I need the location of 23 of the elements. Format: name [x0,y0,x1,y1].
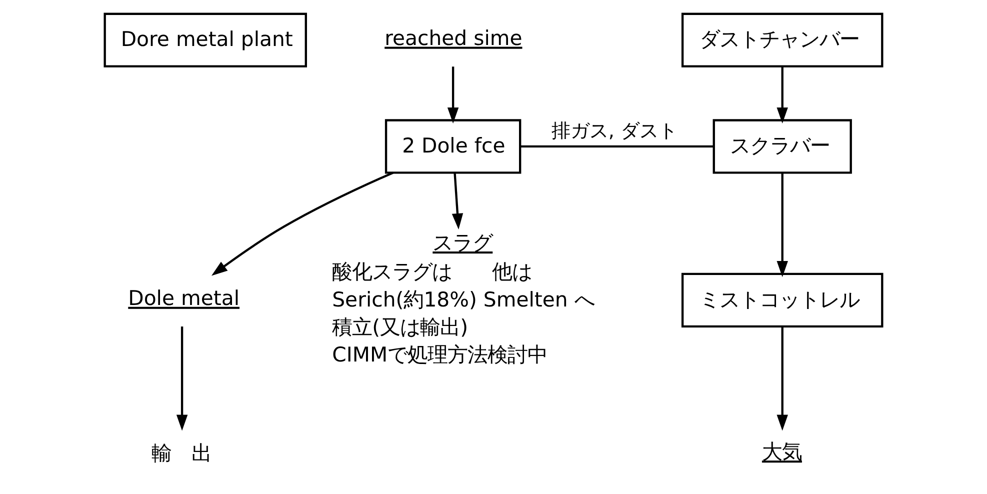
node-text: reached sime [384,26,522,50]
node-box: ダストチャンバー [681,12,884,68]
node-text: 大気 [762,440,802,464]
connector [520,145,714,148]
node-box: スクラバー [712,119,852,174]
node-text: Dole metal [128,286,240,310]
arrow [452,172,464,230]
node-box: Dore metal plant [104,12,307,68]
arrow [776,326,788,431]
node-label: 積立(又は輸出) [332,314,468,339]
arrow [776,66,788,124]
arrow [176,326,188,431]
node-label: 酸化スラグは 他は [332,260,532,284]
arrow [447,66,459,124]
node-text: スラグ [432,230,493,254]
arrow [776,172,788,278]
node-label: Serich(約18%) Smelten へ [332,287,594,312]
arrow [211,172,394,276]
node-box: ミストコットレル [681,272,884,328]
node-text: 輸 出 [151,441,212,466]
node-box: 2 Dole fce [384,119,522,174]
node-label: CIMMで処理方法検討中 [332,342,548,367]
edge-label: 排ガス, ダスト [551,120,678,142]
